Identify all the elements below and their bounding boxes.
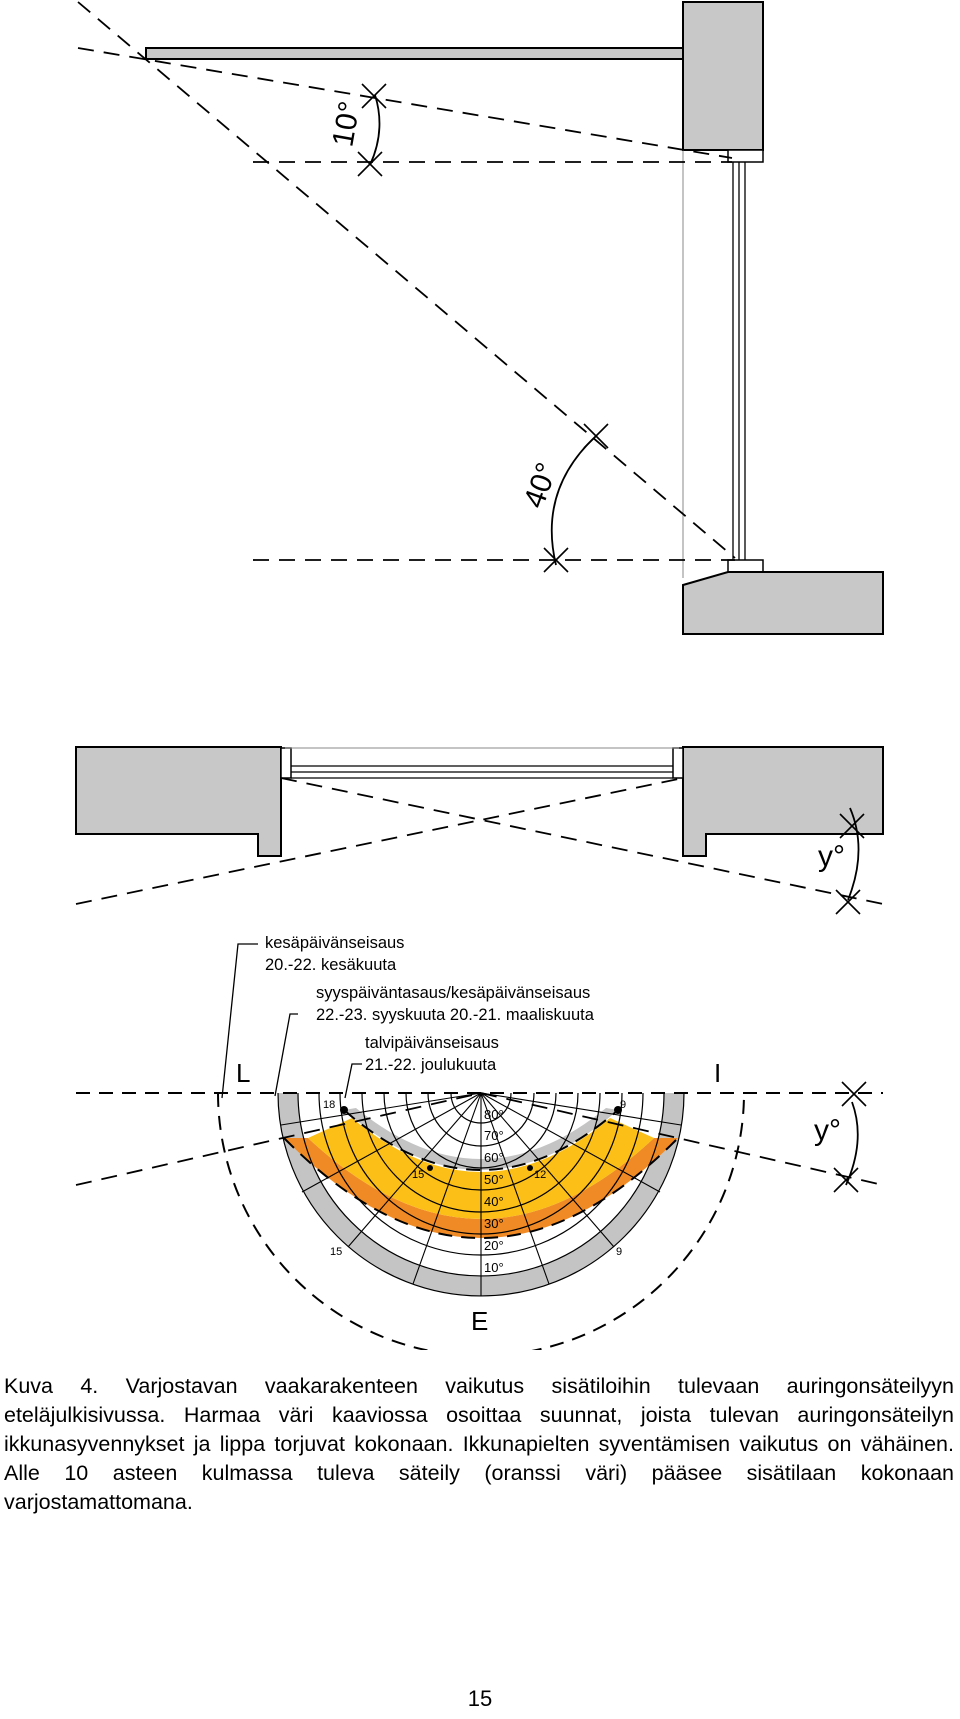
hour-outer-right: 9 [616, 1246, 622, 1258]
equinox-date: 22.-23. syyskuuta 20.-21. maaliskuuta [316, 1006, 595, 1024]
angle-label-10: 10° [326, 99, 366, 149]
figure-caption: Kuva 4. Varjostavan vaakarakenteen vaiku… [4, 1374, 954, 1514]
window-glazing [732, 162, 746, 560]
plan-view: y° [75, 746, 884, 915]
section-view: 10° 40° [77, 1, 884, 635]
altitude-80: 80° [484, 1107, 504, 1122]
altitude-10: 10° [484, 1260, 504, 1275]
plan-angle-label: y° [818, 840, 845, 873]
altitude-30: 30° [484, 1216, 504, 1231]
annotation-leaders [221, 943, 362, 1099]
hour-top-right: 9 [620, 1099, 626, 1111]
winter-solstice-date: 21.-22. joulukuuta [365, 1056, 497, 1074]
altitude-60: 60° [484, 1150, 504, 1165]
equinox-title: syyspäiväntasaus/kesäpäivänseisaus [316, 984, 590, 1002]
summer-solstice-title: kesäpäivänseisaus [265, 934, 404, 952]
window-sill [727, 559, 764, 573]
hour-outer-left: 15 [330, 1246, 342, 1258]
shading-diagram: 10° 40° [75, 1, 884, 1350]
summer-solstice-date: 20.-22. kesäkuuta [265, 956, 397, 974]
upper-wall [682, 1, 764, 151]
plan-right-wall [682, 746, 884, 857]
angle-arc-10 [369, 94, 381, 166]
angle-label-40: 40° [518, 458, 565, 512]
winter-solstice-path [343, 1109, 619, 1171]
plan-left-wall [75, 746, 282, 857]
angle-arc-40 [550, 435, 597, 566]
window-head [727, 149, 764, 163]
altitude-70: 70° [484, 1128, 504, 1143]
altitude-50: 50° [484, 1172, 504, 1187]
sun-path-diagram: kesäpäivänseisaus 20.-22. kesäkuuta syys… [75, 934, 884, 1350]
plan-angle-arc [847, 807, 860, 901]
direction-west: L [236, 1058, 250, 1088]
summer-solstice-path [283, 1137, 679, 1239]
diagram-angle-label: y° [814, 1114, 841, 1147]
azimuth-lines [280, 1092, 682, 1296]
winter-solstice-title: talvipäivänseisaus [365, 1034, 499, 1052]
outer-dashed-circle [217, 1092, 745, 1350]
lower-wall [682, 571, 884, 635]
direction-south: E [471, 1306, 488, 1336]
altitude-20: 20° [484, 1238, 504, 1253]
section-rays [77, 1, 736, 561]
hour-top-left: 18 [323, 1099, 335, 1111]
altitude-40: 40° [484, 1194, 504, 1209]
hour-mid-left: 15 [412, 1169, 424, 1181]
plan-glazing [291, 765, 673, 779]
canopy [145, 47, 684, 60]
page-number: 15 [467, 1686, 493, 1711]
hour-mid-right: 12 [534, 1169, 546, 1181]
direction-east: I [714, 1058, 721, 1088]
